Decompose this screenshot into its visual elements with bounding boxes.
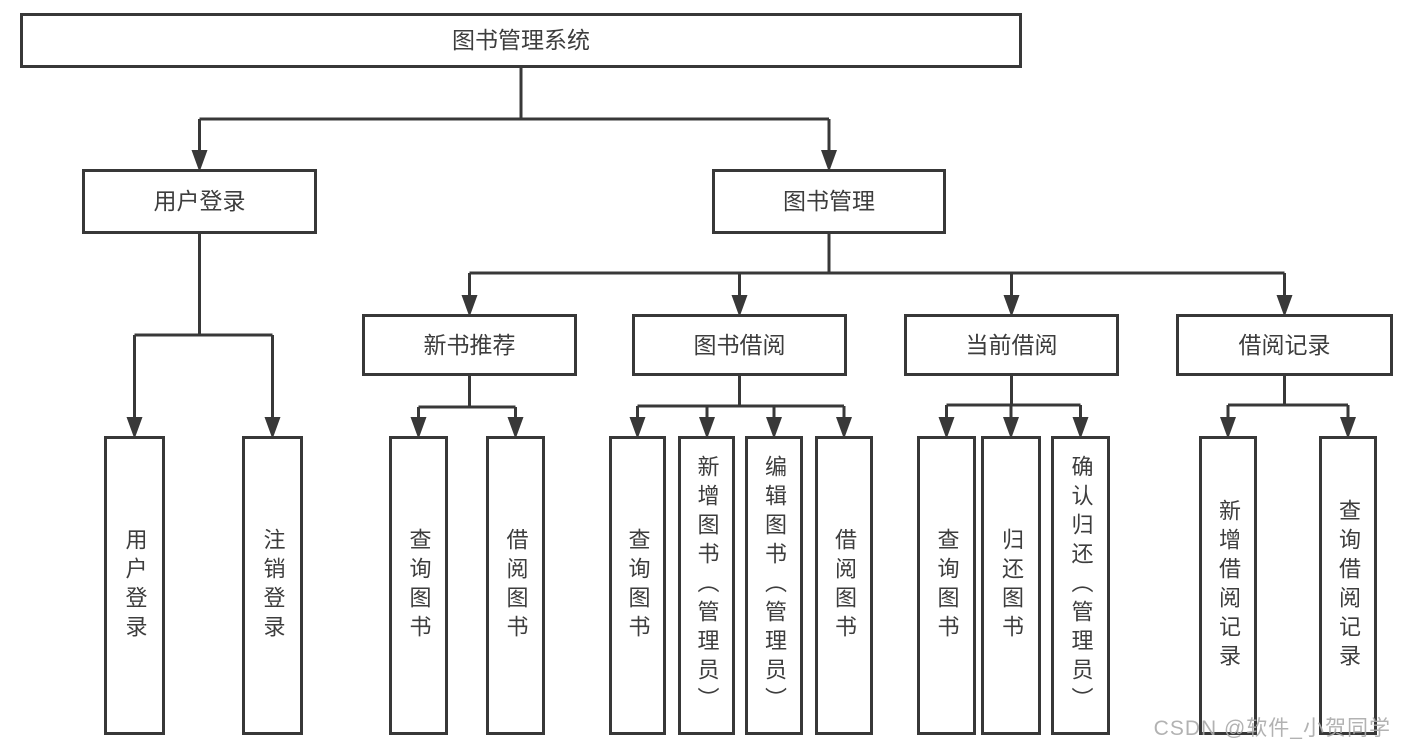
node-book-borrowing: 图书借阅: [632, 314, 847, 376]
leaf-query-books-current: 查询图书: [917, 436, 976, 735]
leaf-borrow-books-borrowing: 借阅图书: [815, 436, 873, 735]
leaf-add-borrow-record: 新增借阅记录: [1199, 436, 1257, 735]
connector-book-mgmt-children: [468, 234, 1286, 299]
leaf-query-books-borrowing: 查询图书: [609, 436, 666, 735]
leaf-borrow-books-recommend: 借阅图书: [486, 436, 545, 735]
leaf-query-borrow-record: 查询借阅记录: [1319, 436, 1377, 735]
leaf-user-login: 用户登录: [104, 436, 165, 735]
csdn-watermark: CSDN @软件_小贺同学: [1153, 717, 1391, 740]
connector-borrow-record-children: [1226, 376, 1350, 421]
connector-new-book-children: [417, 376, 517, 421]
leaf-query-books-recommend: 查询图书: [389, 436, 448, 735]
leaf-confirm-return-admin: 确认归还（管理员）: [1051, 436, 1110, 735]
leaf-return-books: 归还图书: [981, 436, 1041, 735]
node-user-login: 用户登录: [82, 169, 317, 234]
connector-user-login-children: [133, 234, 274, 421]
connector-book-borrow-children: [636, 376, 846, 421]
connector-root-to-level2: [198, 68, 831, 154]
node-borrowing-records: 借阅记录: [1176, 314, 1393, 376]
leaf-add-book-admin: 新增图书（管理员）: [678, 436, 735, 735]
connector-current-borrow-children: [945, 376, 1082, 421]
leaf-edit-book-admin: 编辑图书（管理员）: [745, 436, 803, 735]
leaf-logout: 注销登录: [242, 436, 303, 735]
arrowheads: [126, 150, 1356, 439]
node-new-book-recommend: 新书推荐: [362, 314, 577, 376]
node-book-management: 图书管理: [712, 169, 946, 234]
node-current-borrowing: 当前借阅: [904, 314, 1119, 376]
node-root-system: 图书管理系统: [20, 13, 1022, 68]
